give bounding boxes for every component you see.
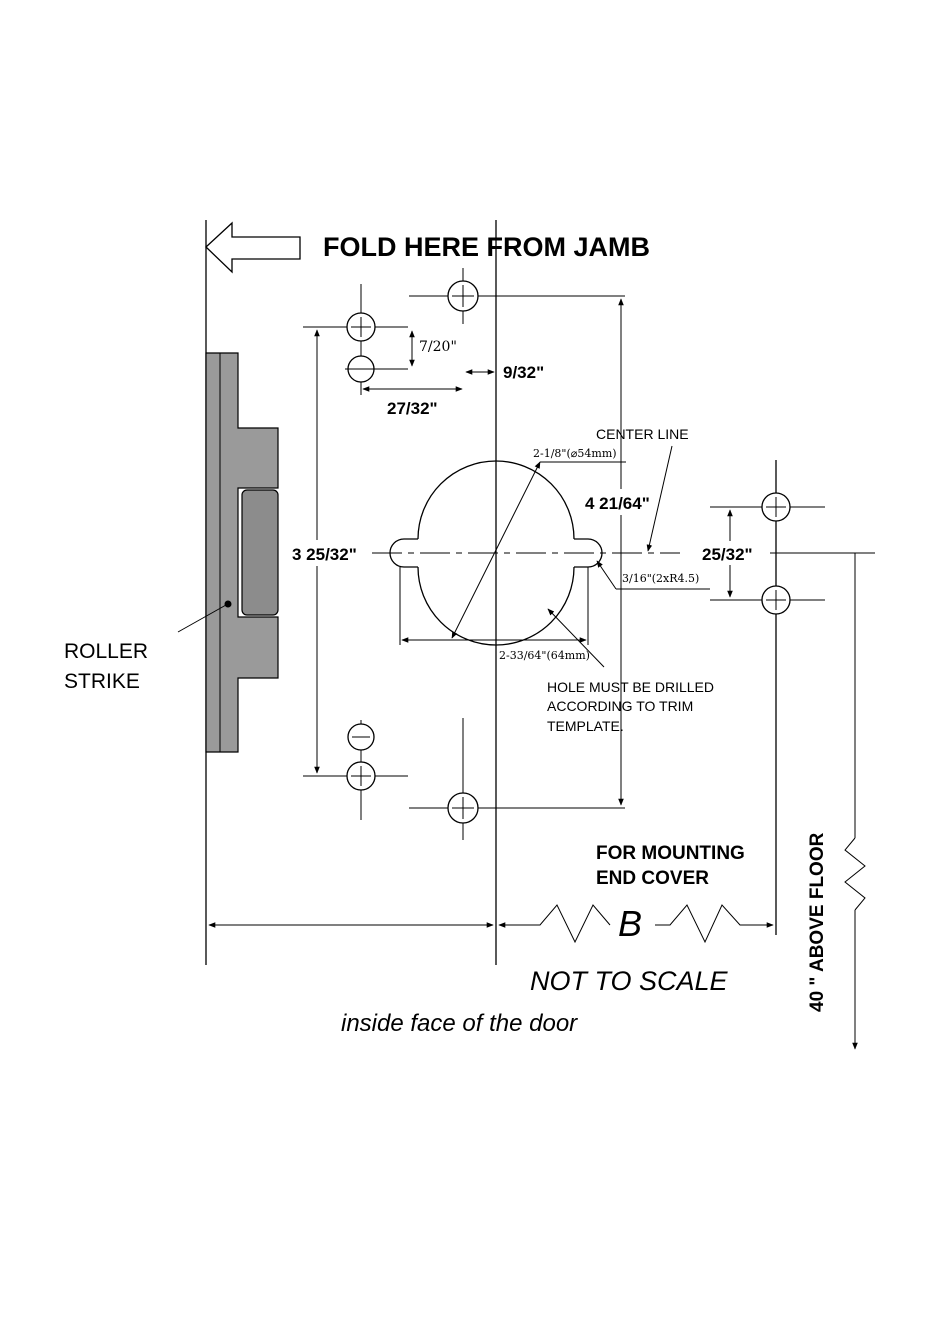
fold-here-label: FOLD HERE FROM JAMB — [323, 232, 650, 262]
roller-strike-label-line1: ROLLER — [64, 640, 148, 663]
radius-leader — [597, 561, 616, 589]
mounting-label-line2: END COVER — [596, 868, 709, 889]
floor-height-dimension — [845, 553, 865, 1049]
hole-note-line1: HOLE MUST BE DRILLED — [547, 679, 714, 695]
bore-diameter-label: 2-1/8"(⌀54mm) — [533, 447, 617, 460]
above-floor-label: 40 " ABOVE FLOOR — [807, 832, 828, 1012]
dim-4-21-64-label: 4 21/64" — [585, 494, 650, 513]
mounting-label-line1: FOR MOUNTING — [596, 843, 745, 864]
bore-hole — [372, 461, 680, 645]
dim-25-32-label: 25/32" — [702, 545, 753, 564]
upper-strike-holes — [303, 284, 408, 395]
hole-note-line2: ACCORDING TO TRIM — [547, 698, 693, 714]
fold-arrow-icon — [206, 223, 300, 272]
inside-face-label: inside face of the door — [341, 1010, 578, 1037]
not-to-scale-label: NOT TO SCALE — [530, 966, 729, 996]
dim-9-32-label: 9/32" — [503, 363, 544, 382]
roller-strike — [206, 353, 278, 752]
center-line-label: CENTER LINE — [596, 426, 689, 442]
roller-strike-label-line2: STRIKE — [64, 670, 140, 693]
end-cover-lower-hole — [710, 586, 825, 614]
radius-label: 3/16"(2xR4.5) — [622, 572, 699, 585]
bottom-mounting-hole — [409, 718, 625, 840]
hole-note-line3: TEMPLATE. — [547, 718, 624, 734]
slot-width-label: 2-33/64"(64mm) — [499, 649, 590, 662]
dim-7-20-label: 7/20" — [419, 339, 457, 355]
dim-3-25-32-label: 3 25/32" — [292, 545, 357, 564]
dim-27-32-label: 27/32" — [387, 399, 438, 418]
b-label: B — [618, 903, 642, 944]
end-cover-upper-hole — [710, 493, 825, 521]
top-mounting-hole — [409, 268, 625, 324]
lower-strike-holes — [303, 720, 408, 820]
